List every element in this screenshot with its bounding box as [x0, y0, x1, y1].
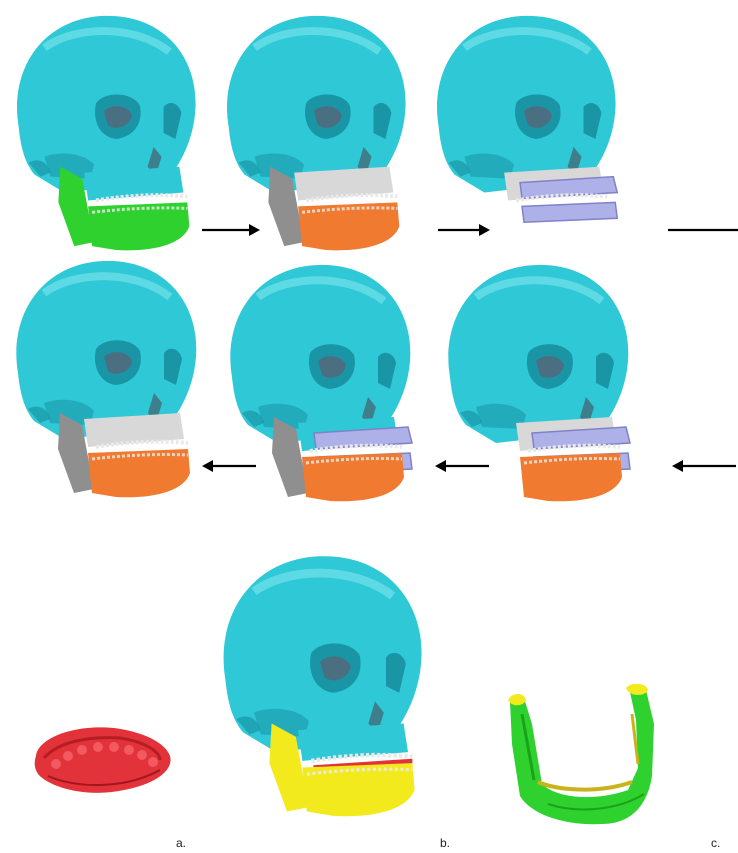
panel-label-b: b. — [440, 836, 450, 850]
mandible-model-c — [498, 684, 670, 834]
skull-row1-step2 — [214, 8, 414, 256]
skull-row1-step1 — [4, 8, 204, 256]
arrow-row2-a — [200, 458, 258, 474]
arrow-row2-b — [433, 458, 491, 474]
skull-row1-step3 — [424, 8, 624, 256]
red-splint-model — [28, 712, 178, 802]
panel-label-c: c. — [711, 836, 720, 850]
arrow-row1-b — [436, 222, 492, 238]
arrow-row2-c — [670, 458, 736, 474]
arrow-row1-c — [668, 222, 738, 238]
skull-row2-step1 — [4, 252, 204, 504]
arrow-row1-a — [200, 222, 262, 238]
skull-final-skull — [210, 540, 430, 830]
panel-label-a: a. — [176, 836, 186, 850]
